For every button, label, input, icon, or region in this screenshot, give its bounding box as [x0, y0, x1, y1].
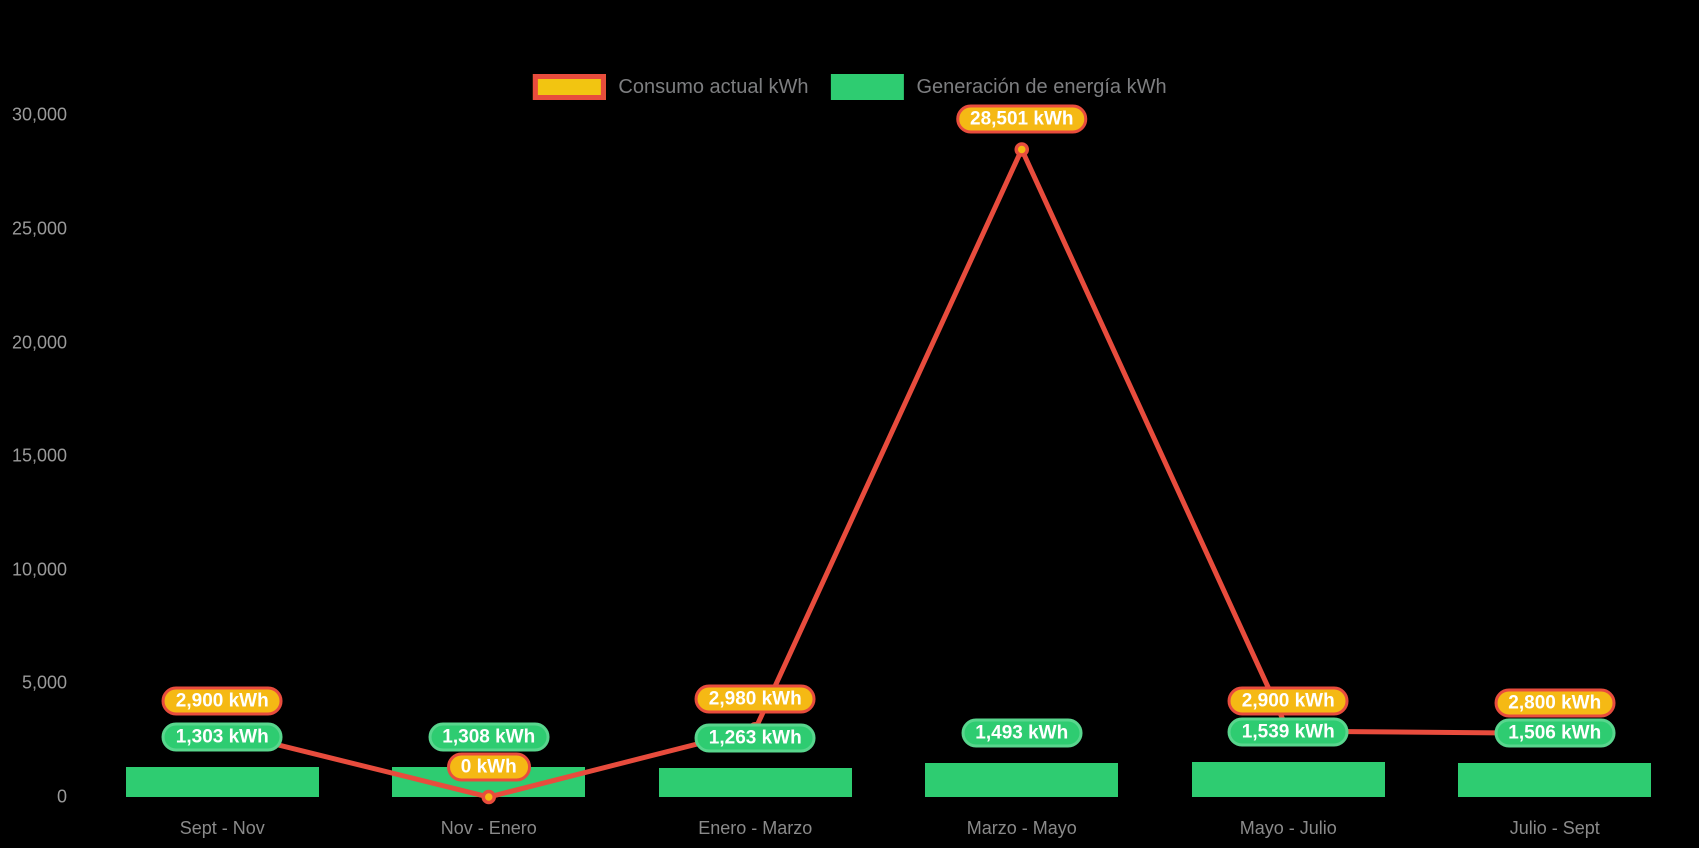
- label-consumo-enero-marzo: 2,980 kWh: [694, 684, 816, 714]
- bar-generacion-mayo-julio[interactable]: [1191, 762, 1385, 797]
- line-point-nov-enero[interactable]: [481, 789, 496, 805]
- x-axis-label-marzo-mayo: Marzo - Mayo: [966, 818, 1077, 838]
- bar-generacion-julio-sept[interactable]: [1458, 762, 1652, 797]
- label-consumo-nov-enero: 0 kWh: [446, 752, 531, 782]
- consumo-line: [221, 143, 1555, 800]
- label-consumo-sept-nov: 2,900 kWh: [161, 686, 283, 716]
- x-axis-label-sept-nov: Sept - Nov: [179, 818, 265, 838]
- y-axis-tick-label-0: 0: [56, 786, 67, 807]
- label-generacion-nov-enero: 1,308 kWh: [428, 722, 550, 752]
- label-consumo-julio-sept: 2,800 kWh: [1494, 688, 1616, 718]
- line-point-marzo-mayo[interactable]: [1014, 142, 1029, 157]
- y-axis-tick-label-5-000: 5,000: [21, 672, 67, 693]
- legend-item-generacion[interactable]: Generación de energía kWh: [830, 74, 1167, 100]
- label-consumo-marzo-mayo: 28,501 kWh: [956, 104, 1088, 134]
- legend-label-generacion: Generación de energía kWh: [916, 75, 1167, 98]
- bar-generacion-sept-nov[interactable]: [125, 767, 319, 797]
- bar-generacion-enero-marzo[interactable]: [658, 768, 852, 797]
- legend-item-consumo[interactable]: Consumo actual kWh: [532, 74, 808, 100]
- y-axis-tick-label-30-000: 30,000: [11, 104, 67, 125]
- label-consumo-mayo-julio: 2,900 kWh: [1227, 686, 1349, 716]
- bar-generacion-marzo-mayo[interactable]: [925, 763, 1119, 797]
- legend-swatch-consumo-icon: [532, 74, 606, 100]
- label-generacion-sept-nov: 1,303 kWh: [161, 722, 283, 752]
- y-axis-tick-label-25-000: 25,000: [11, 218, 67, 239]
- chart-legend: Consumo actual kWh Generación de energía…: [532, 74, 1167, 100]
- y-axis-tick-label-20-000: 20,000: [11, 332, 67, 353]
- y-axis-tick-label-10-000: 10,000: [11, 559, 67, 580]
- legend-swatch-generacion-icon: [830, 74, 904, 100]
- x-axis-label-mayo-julio: Mayo - Julio: [1239, 818, 1337, 838]
- y-axis-tick-label-15-000: 15,000: [11, 445, 67, 466]
- x-axis-label-enero-marzo: Enero - Marzo: [698, 818, 813, 838]
- label-generacion-julio-sept: 1,506 kWh: [1494, 718, 1616, 748]
- legend-label-consumo: Consumo actual kWh: [618, 75, 809, 98]
- x-axis-label-julio-sept: Julio - Sept: [1509, 818, 1600, 838]
- label-generacion-marzo-mayo: 1,493 kWh: [961, 718, 1083, 748]
- label-generacion-enero-marzo: 1,263 kWh: [694, 723, 816, 753]
- label-generacion-mayo-julio: 1,539 kWh: [1227, 717, 1349, 747]
- x-axis-label-nov-enero: Nov - Enero: [440, 818, 537, 838]
